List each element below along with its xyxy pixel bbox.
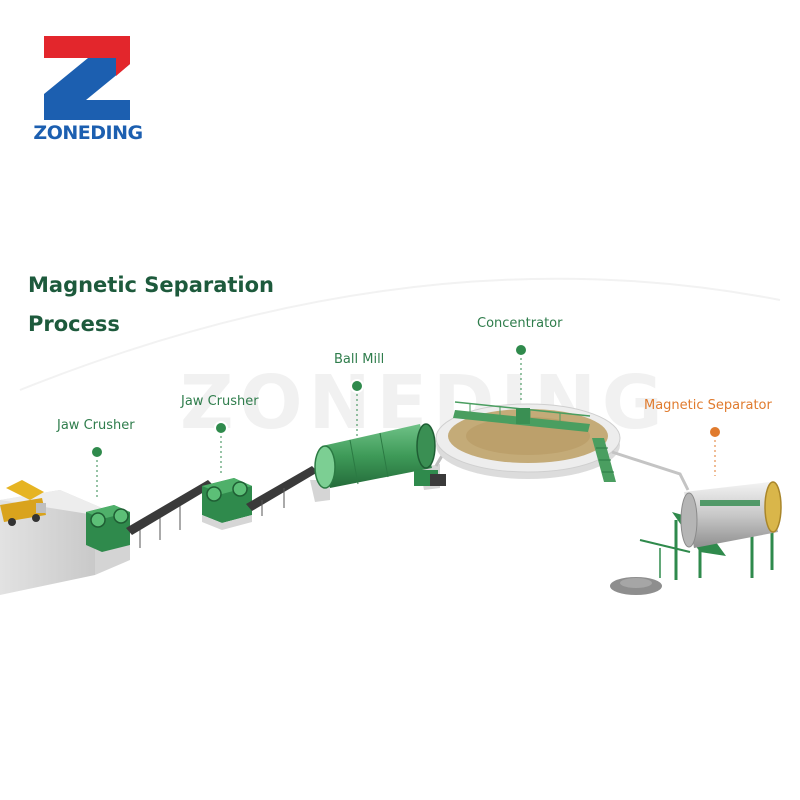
conveyor-1 [126,480,214,548]
label-concentrator: Concentrator [477,316,563,331]
conveyor-2 [246,466,318,516]
marker-magnetic-separator-icon [708,425,722,476]
title-line-1: Magnetic Separation [28,273,275,297]
logo-text: ZONEDING [33,122,143,144]
concentrator [435,401,621,482]
title-line-2: Process [28,312,120,336]
marker-concentrator-icon [514,343,528,400]
zoneding-logo [44,36,130,120]
label-magnetic-separator: Magnetic Separator [644,398,772,413]
label-jaw-crusher-2: Jaw Crusher [181,394,259,409]
ball-mill [310,423,446,502]
marker-ball-mill-icon [350,379,364,436]
dump-truck [0,480,46,526]
page-title: Magnetic Separation Process [28,266,328,344]
magnetic-separator [639,481,782,580]
jaw-crusher-1 [86,505,130,552]
marker-jaw-crusher-2-icon [214,421,228,474]
marker-jaw-crusher-1-icon [90,445,104,498]
label-jaw-crusher-1: Jaw Crusher [57,418,135,433]
jaw-crusher-2 [202,478,252,530]
label-ball-mill: Ball Mill [334,352,385,367]
